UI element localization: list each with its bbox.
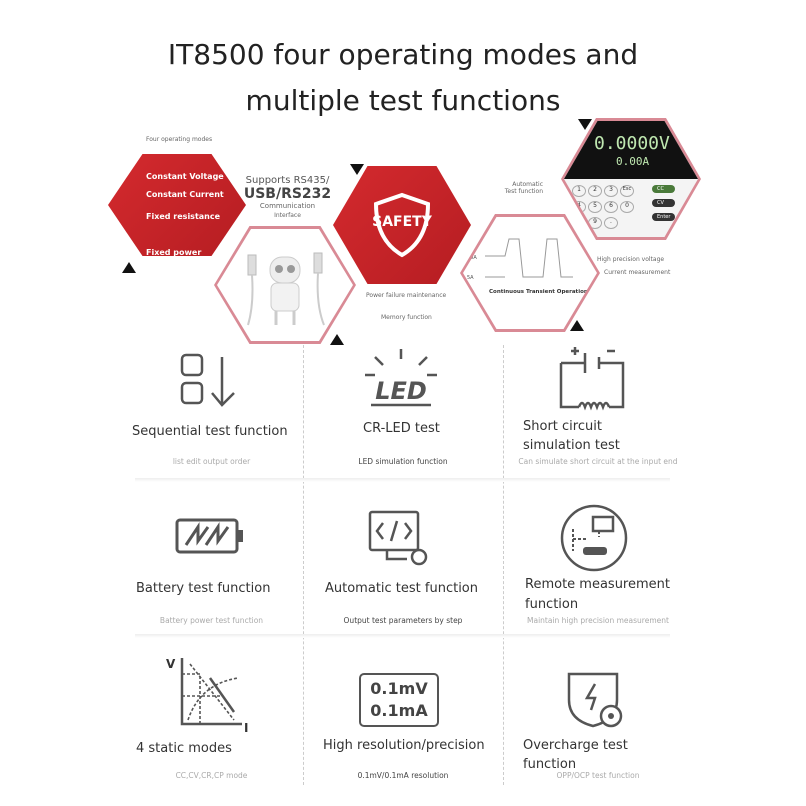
safety-caption2: Memory function — [381, 314, 432, 321]
resolution-mv: 0.1mV — [370, 679, 428, 698]
triangle-marker — [330, 334, 344, 345]
row-divider — [135, 634, 670, 638]
axis-v-label: V — [166, 657, 176, 671]
waveform-chart-icon: 10A 5A Continuous Transient Operation — [467, 238, 588, 295]
feature-subtitle: list edit output order — [172, 457, 251, 466]
key-dot[interactable]: . — [604, 217, 618, 229]
feature-sequential: Sequential test function list edit outpu… — [120, 345, 303, 478]
wave-low-label: 5A — [467, 275, 474, 281]
feature-subtitle: Output test parameters by step — [343, 616, 463, 625]
modes-hexagon: Constant Voltage Constant Current Fixed … — [108, 154, 246, 256]
waveform-hexagon: 10A 5A Continuous Transient Operation — [460, 214, 600, 332]
feature-subtitle: Maintain high precision measurement — [527, 616, 669, 625]
remote-icon — [560, 504, 628, 572]
feature-subtitle: LED simulation function — [358, 457, 448, 466]
robot-usb-icon — [247, 252, 325, 326]
display-voltage: 0.0000V — [594, 133, 670, 154]
grid-divider — [503, 345, 504, 785]
resolution-ma: 0.1mA — [370, 701, 428, 720]
page-title-line2: multiple test functions — [245, 84, 561, 117]
circuit-icon — [559, 347, 625, 411]
grid-divider — [303, 345, 304, 785]
feature-subtitle: Can simulate short circuit at the input … — [518, 457, 678, 466]
vi-curve-icon: V I — [166, 657, 248, 734]
key-1[interactable]: 1 — [572, 185, 586, 197]
code-monitor-icon — [368, 510, 428, 566]
feature-automatic: Automatic test function Output test para… — [303, 485, 503, 635]
wave-high-label: 10A — [467, 255, 477, 261]
protection-icon — [567, 672, 623, 728]
mode-cc: Constant Current — [146, 190, 224, 199]
key-3[interactable]: 3 — [604, 185, 618, 197]
feature-short-circuit: Short circuit simulation test Can simula… — [503, 345, 693, 478]
key-9[interactable]: 9 — [588, 217, 602, 229]
sequence-icon — [180, 353, 235, 407]
feature-resolution: 0.1mV 0.1mA High resolution/precision 0.… — [303, 640, 503, 790]
led-icon: LED — [365, 349, 437, 407]
key-enter[interactable]: Enter — [652, 213, 676, 221]
safety-hexagon: SAFETY — [333, 166, 471, 284]
feature-battery: Battery test function Battery power test… — [120, 485, 303, 635]
feature-title: Sequential test function — [132, 424, 288, 439]
feature-subtitle: OPP/OCP test function — [556, 771, 640, 780]
key-5[interactable]: 5 — [588, 201, 602, 213]
measure-line2: Current measurement — [604, 269, 671, 276]
feature-title: Battery test function — [136, 581, 271, 596]
auto-test-line1: Automatic — [512, 181, 543, 188]
row-divider — [135, 478, 670, 482]
feature-title: CR-LED test — [363, 421, 440, 436]
mode-cp: Fixed power — [146, 248, 202, 257]
feature-overcharge: Overcharge test function OPP/OCP test fu… — [503, 640, 693, 790]
safety-caption1: Power failure maintenance — [366, 292, 447, 299]
key-2[interactable]: 2 — [588, 185, 602, 197]
triangle-marker — [350, 164, 364, 175]
key-4[interactable]: 4 — [572, 201, 586, 213]
triangle-marker — [578, 119, 592, 130]
safety-badge: SAFETY — [372, 214, 432, 230]
page-title-line1: IT8500 four operating modes and — [167, 38, 639, 71]
feature-title: Overcharge test function — [523, 738, 628, 772]
key-cv[interactable]: CV — [652, 199, 676, 207]
triangle-marker — [122, 262, 136, 273]
display-current: 0.00A — [616, 155, 650, 168]
feature-title: 4 static modes — [136, 741, 232, 756]
display-hexagon: 0.0000V 0.00A 1 2 3 Esc 4 5 6 0 8 9 . CC… — [561, 118, 701, 240]
comm-line1: Supports RS435/ — [245, 175, 330, 186]
feature-subtitle: 0.1mV/0.1mA resolution — [357, 771, 449, 780]
key-8[interactable]: 8 — [572, 217, 586, 229]
feature-static-modes: V I 4 static modes CC,CV,CR,CP mode — [120, 640, 303, 790]
auto-test-label: Automatic Test function — [498, 181, 543, 195]
feature-title: Automatic test function — [325, 581, 479, 596]
auto-test-line2: Test function — [504, 188, 543, 195]
battery-icon — [175, 518, 243, 554]
comm-text: Supports RS435/ USB/RS232 Communication … — [240, 175, 335, 219]
axis-i-label: I — [244, 721, 248, 734]
comm-line2: USB/RS232 — [243, 186, 332, 202]
feature-subtitle: CC,CV,CR,CP mode — [175, 771, 248, 780]
key-esc[interactable]: Esc — [620, 185, 634, 197]
triangle-marker — [570, 320, 584, 331]
comm-line4: Interface — [274, 212, 301, 219]
mode-cr: Fixed resistance — [146, 212, 221, 221]
shield-icon — [373, 192, 431, 258]
key-cc[interactable]: CC — [652, 185, 676, 193]
mode-cv: Constant Voltage — [146, 172, 224, 181]
wave-caption: Continuous Transient Operation — [489, 289, 588, 295]
key-6[interactable]: 6 — [604, 201, 618, 213]
resolution-icon: 0.1mV 0.1mA — [359, 673, 439, 727]
measure-line1: High precision voltage — [597, 256, 665, 263]
feature-title: High resolution/precision — [323, 738, 485, 753]
feature-cr-led: LED CR-LED test LED simulation function — [303, 345, 503, 478]
four-modes-label: Four operating modes — [146, 136, 213, 143]
feature-subtitle: Battery power test function — [159, 616, 264, 625]
led-icon-text: LED — [375, 377, 427, 405]
robot-hexagon — [214, 226, 356, 344]
feature-remote: Remote measurement function Maintain hig… — [503, 485, 693, 635]
feature-title: Remote measurement function — [525, 577, 670, 612]
key-0[interactable]: 0 — [620, 201, 634, 213]
feature-title: Short circuit simulation test — [523, 419, 620, 453]
comm-line3: Communication — [259, 202, 316, 210]
